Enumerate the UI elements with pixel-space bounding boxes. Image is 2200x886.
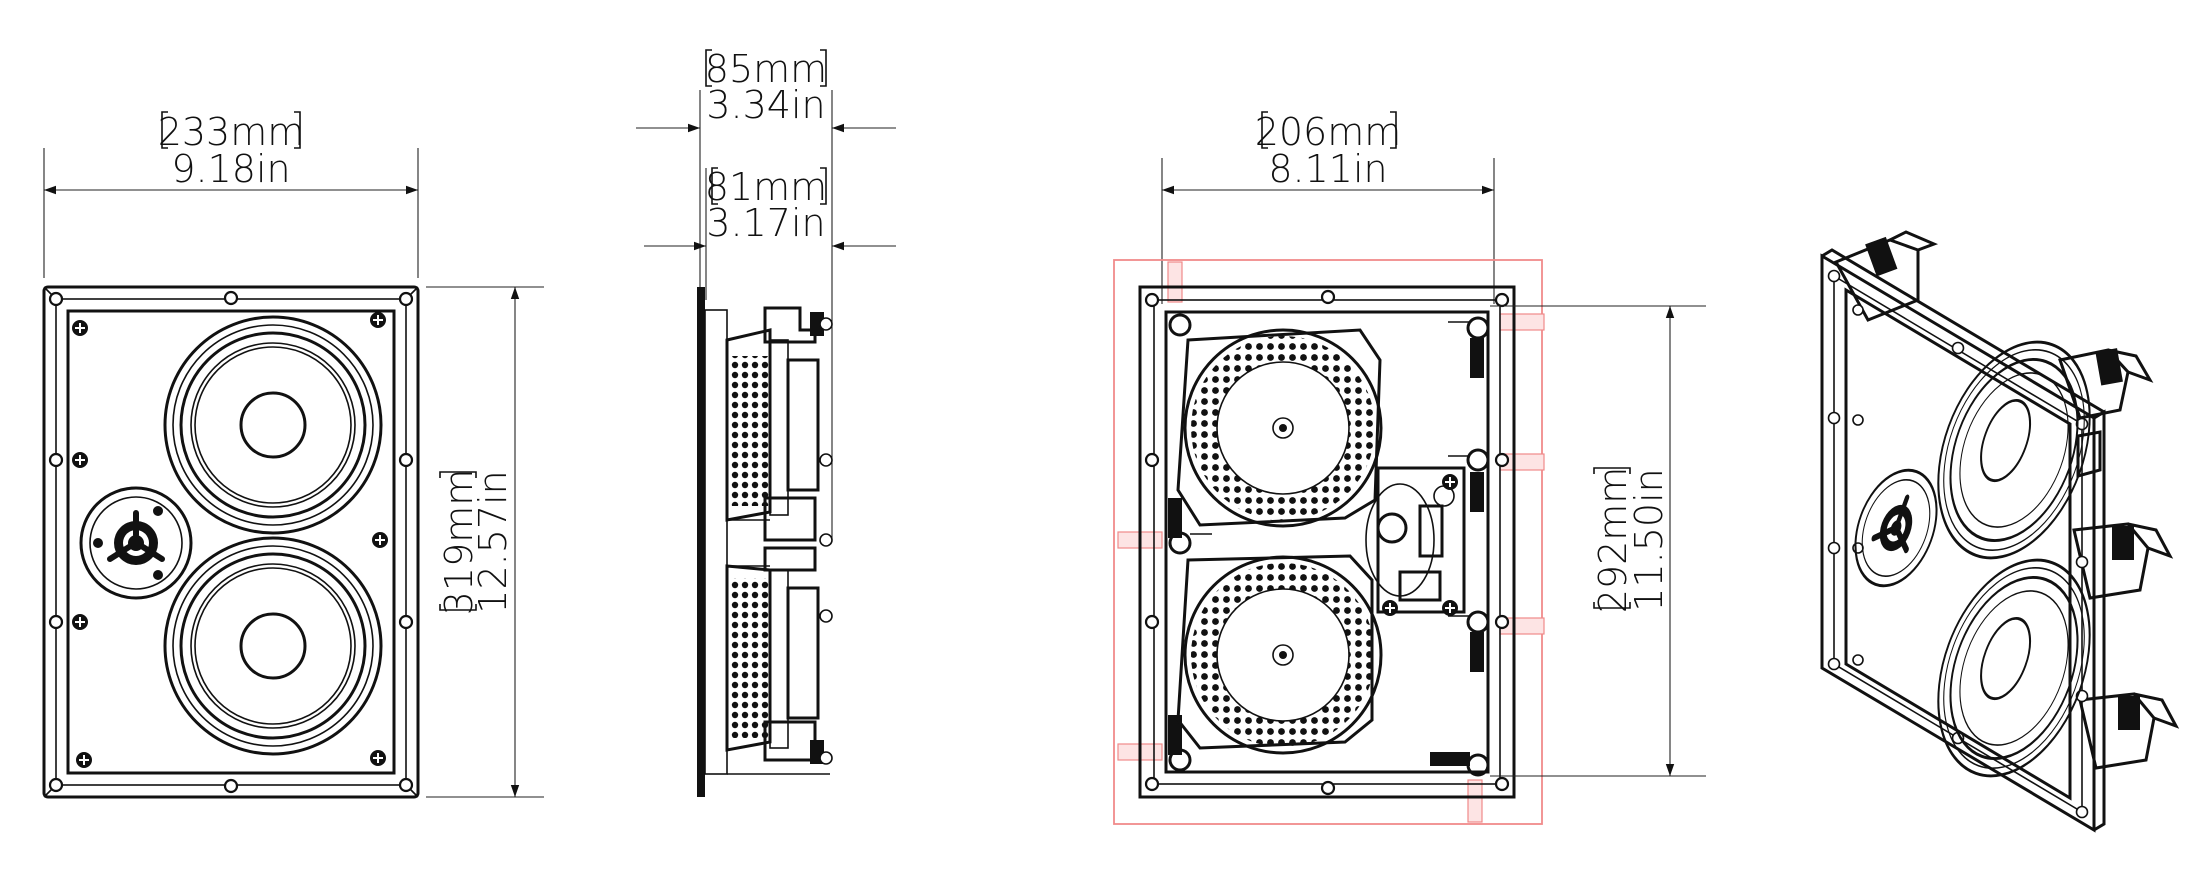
back-width-dimension: 206mm 8.11in [1161, 110, 1495, 304]
back-view: 206mm 8.11in [1113, 110, 1706, 825]
side-total-depth-in-label: 3.34in [706, 83, 825, 127]
front-view: 233mm 9.18in [42, 110, 544, 799]
side-total-depth-mm-label: 85mm [705, 47, 827, 91]
front-tweeter [79, 486, 193, 600]
front-height-mm-label: 319mm [437, 469, 481, 616]
side-mount-depth-in-label: 3.17in [706, 201, 825, 245]
front-height-in-label: 12.57in [471, 470, 515, 613]
back-crossover-module [1365, 466, 1466, 617]
side-depth-dimension-mount: 81mm 3.17in [644, 165, 896, 300]
front-width-in-label: 9.18in [171, 147, 290, 191]
front-height-dimension: 319mm 12.57in [426, 286, 544, 798]
back-upper-woofer [1176, 328, 1383, 528]
side-view: 85mm 3.34in 81mm 3.17in [636, 47, 896, 797]
iso-tweeter [1854, 468, 1938, 588]
front-upper-woofer [163, 315, 383, 535]
back-lower-woofer [1176, 554, 1383, 755]
side-mount-depth-mm-label: 81mm [705, 165, 827, 209]
back-height-in-label: 11.50in [1627, 468, 1671, 611]
front-width-dimension: 233mm 9.18in [43, 110, 419, 278]
iso-upper-woofer [1937, 340, 2091, 560]
back-height-mm-label: 292mm [1591, 467, 1635, 614]
front-width-mm-label: 233mm [158, 110, 305, 154]
isometric-view [1820, 230, 2180, 833]
back-width-mm-label: 206mm [1255, 110, 1402, 154]
back-height-dimension: 292mm 11.50in [1490, 305, 1706, 777]
front-lower-woofer [163, 536, 383, 756]
back-width-in-label: 8.11in [1268, 147, 1387, 191]
iso-lower-woofer [1937, 558, 2091, 778]
cutout-outline [1113, 259, 1543, 825]
